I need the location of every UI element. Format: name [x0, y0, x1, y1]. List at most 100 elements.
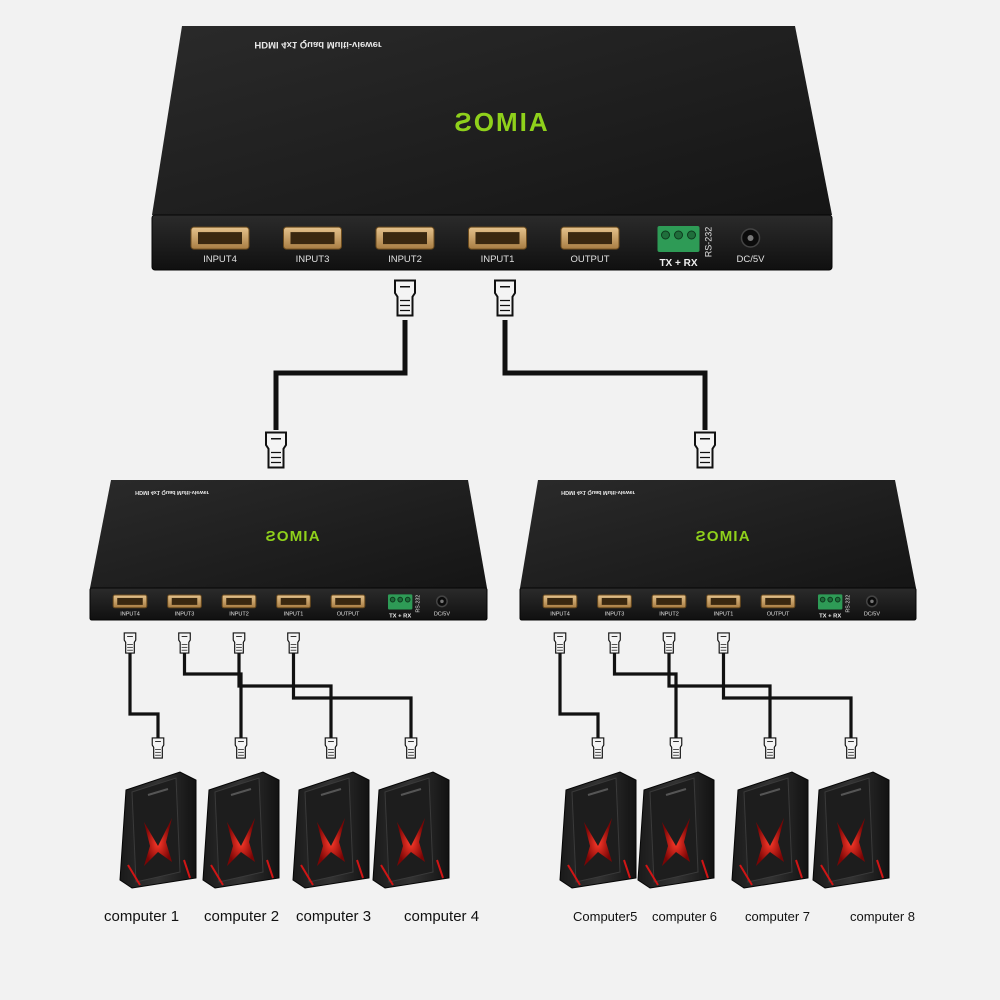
left-port-output: OUTPUT: [330, 594, 366, 617]
hdmi-cable: [612, 650, 678, 738]
main-port-label: OUTPUT: [570, 254, 609, 265]
pc-top-vent: [400, 788, 422, 796]
right-model-text: HDMI 4x1 Quad Multi-viewer: [561, 489, 636, 495]
left-port-input3: INPUT3: [167, 594, 202, 617]
main-model-text: HDMI 4x1 Quad Multi-viewer: [254, 39, 382, 50]
left-port-label: INPUT1: [284, 611, 304, 617]
hdmi-cable: [273, 320, 408, 430]
hdmi-port-slot: [656, 597, 682, 605]
pc-red-glow: [662, 818, 690, 866]
pc-red-trim: [567, 859, 631, 886]
hdmi-port-slot: [383, 232, 427, 245]
left-port-label: OUTPUT: [337, 611, 360, 617]
pc-red-glow: [317, 818, 345, 866]
hdmi-plug-icon: [591, 737, 605, 759]
left-power-label: DC/5V: [434, 611, 451, 617]
right-port-input4: INPUT4: [542, 594, 578, 617]
terminal-screw: [819, 596, 826, 603]
hdmi-plug-icon: [717, 632, 730, 654]
main-port-input3: INPUT3: [283, 226, 342, 265]
left-port-label: INPUT3: [175, 611, 195, 617]
pc-red-glow: [584, 818, 612, 866]
computer-label-3: computer 3: [296, 908, 372, 925]
hdmi-plug-icon: [394, 279, 416, 317]
hdmi-port-slot: [710, 597, 737, 605]
left-port-input4: INPUT4: [112, 594, 148, 617]
left-port-label: INPUT2: [229, 611, 249, 617]
pc-tower-icon: [372, 771, 450, 889]
left-dc-jack-icon: DC/5V: [434, 595, 451, 617]
main-power-label: DC/5V: [737, 254, 766, 265]
pc-red-trim: [645, 859, 709, 886]
left-port-input1: INPUT1: [276, 594, 311, 617]
left-brand-text: AIMOS: [264, 528, 319, 545]
main-port-label: INPUT1: [481, 254, 515, 265]
dc-jack-pin: [440, 599, 444, 604]
pc-tower-icon: [119, 771, 197, 889]
computer-label-4: computer 4: [404, 908, 480, 925]
main-brand-text: AIMOS: [452, 107, 547, 137]
pc-top-vent: [320, 788, 342, 796]
pc-top-vent: [840, 788, 862, 796]
computer-label-1: computer 1: [104, 908, 180, 925]
hdmi-plug-icon: [844, 737, 858, 759]
main-top-surface: [152, 26, 832, 215]
hdmi-port-slot: [547, 597, 573, 605]
hdmi-port-slot: [475, 232, 520, 245]
hdmi-plug-icon: [234, 737, 248, 759]
right-port-label: INPUT1: [714, 611, 734, 617]
pc-tower-icon: [812, 771, 890, 889]
hdmi-plug-icon: [232, 632, 246, 654]
left-model-text: HDMI 4x1 Quad Multi-viewer: [135, 489, 210, 495]
pc-top-vent: [587, 788, 609, 796]
terminal-screw: [834, 596, 841, 603]
pc-red-glow: [397, 818, 425, 866]
pc-layer: [119, 771, 890, 889]
right-port-label: OUTPUT: [767, 611, 790, 617]
pc-red-trim: [380, 859, 444, 886]
hdmi-plug-icon: [494, 279, 516, 317]
terminal-screw: [687, 230, 696, 240]
pc-top-vent: [759, 788, 781, 796]
hdmi-plug-icon: [662, 632, 676, 654]
hdmi-cable: [721, 650, 853, 738]
pc-red-trim: [300, 859, 364, 886]
terminal-screw: [674, 230, 683, 240]
hdmi-port-slot: [568, 232, 612, 245]
right-top-surface: [520, 480, 916, 588]
right-port-output: OUTPUT: [760, 594, 796, 617]
pc-tower-icon: [292, 771, 370, 889]
hdmi-port-slot: [117, 597, 143, 605]
hdmi-plug-icon: [265, 431, 287, 469]
pc-top-vent: [230, 788, 252, 796]
main-port-input1: INPUT1: [468, 226, 527, 265]
pc-top-vent: [147, 788, 169, 796]
left-serial-label: RS-232: [415, 595, 421, 613]
right-port-label: INPUT3: [605, 611, 625, 617]
hdmi-port-slot: [290, 232, 335, 245]
hdmi-port-slot: [765, 597, 791, 605]
terminal-screw: [827, 596, 833, 603]
hdmi-plug-icon: [287, 632, 300, 654]
pc-red-glow: [227, 818, 255, 866]
pc-top-vent: [665, 788, 687, 796]
right-port-label: INPUT2: [659, 611, 679, 617]
main-port-input4: INPUT4: [190, 226, 250, 265]
left-brand-logo: AIMOS: [264, 528, 319, 545]
hdmi-plug-icon: [123, 632, 137, 654]
pc-red-trim: [739, 859, 803, 886]
right-serial-terminal: TX + RX: [819, 614, 841, 620]
hdmi-plug-icon: [324, 737, 338, 759]
right-brand-text: AIMOS: [694, 528, 749, 545]
pc-tower-icon: [731, 771, 809, 889]
hdmi-plug-icon: [178, 632, 191, 654]
right-port-input1: INPUT1: [706, 594, 741, 617]
hdmi-cable: [128, 650, 160, 738]
right-port-label: INPUT4: [550, 611, 570, 617]
